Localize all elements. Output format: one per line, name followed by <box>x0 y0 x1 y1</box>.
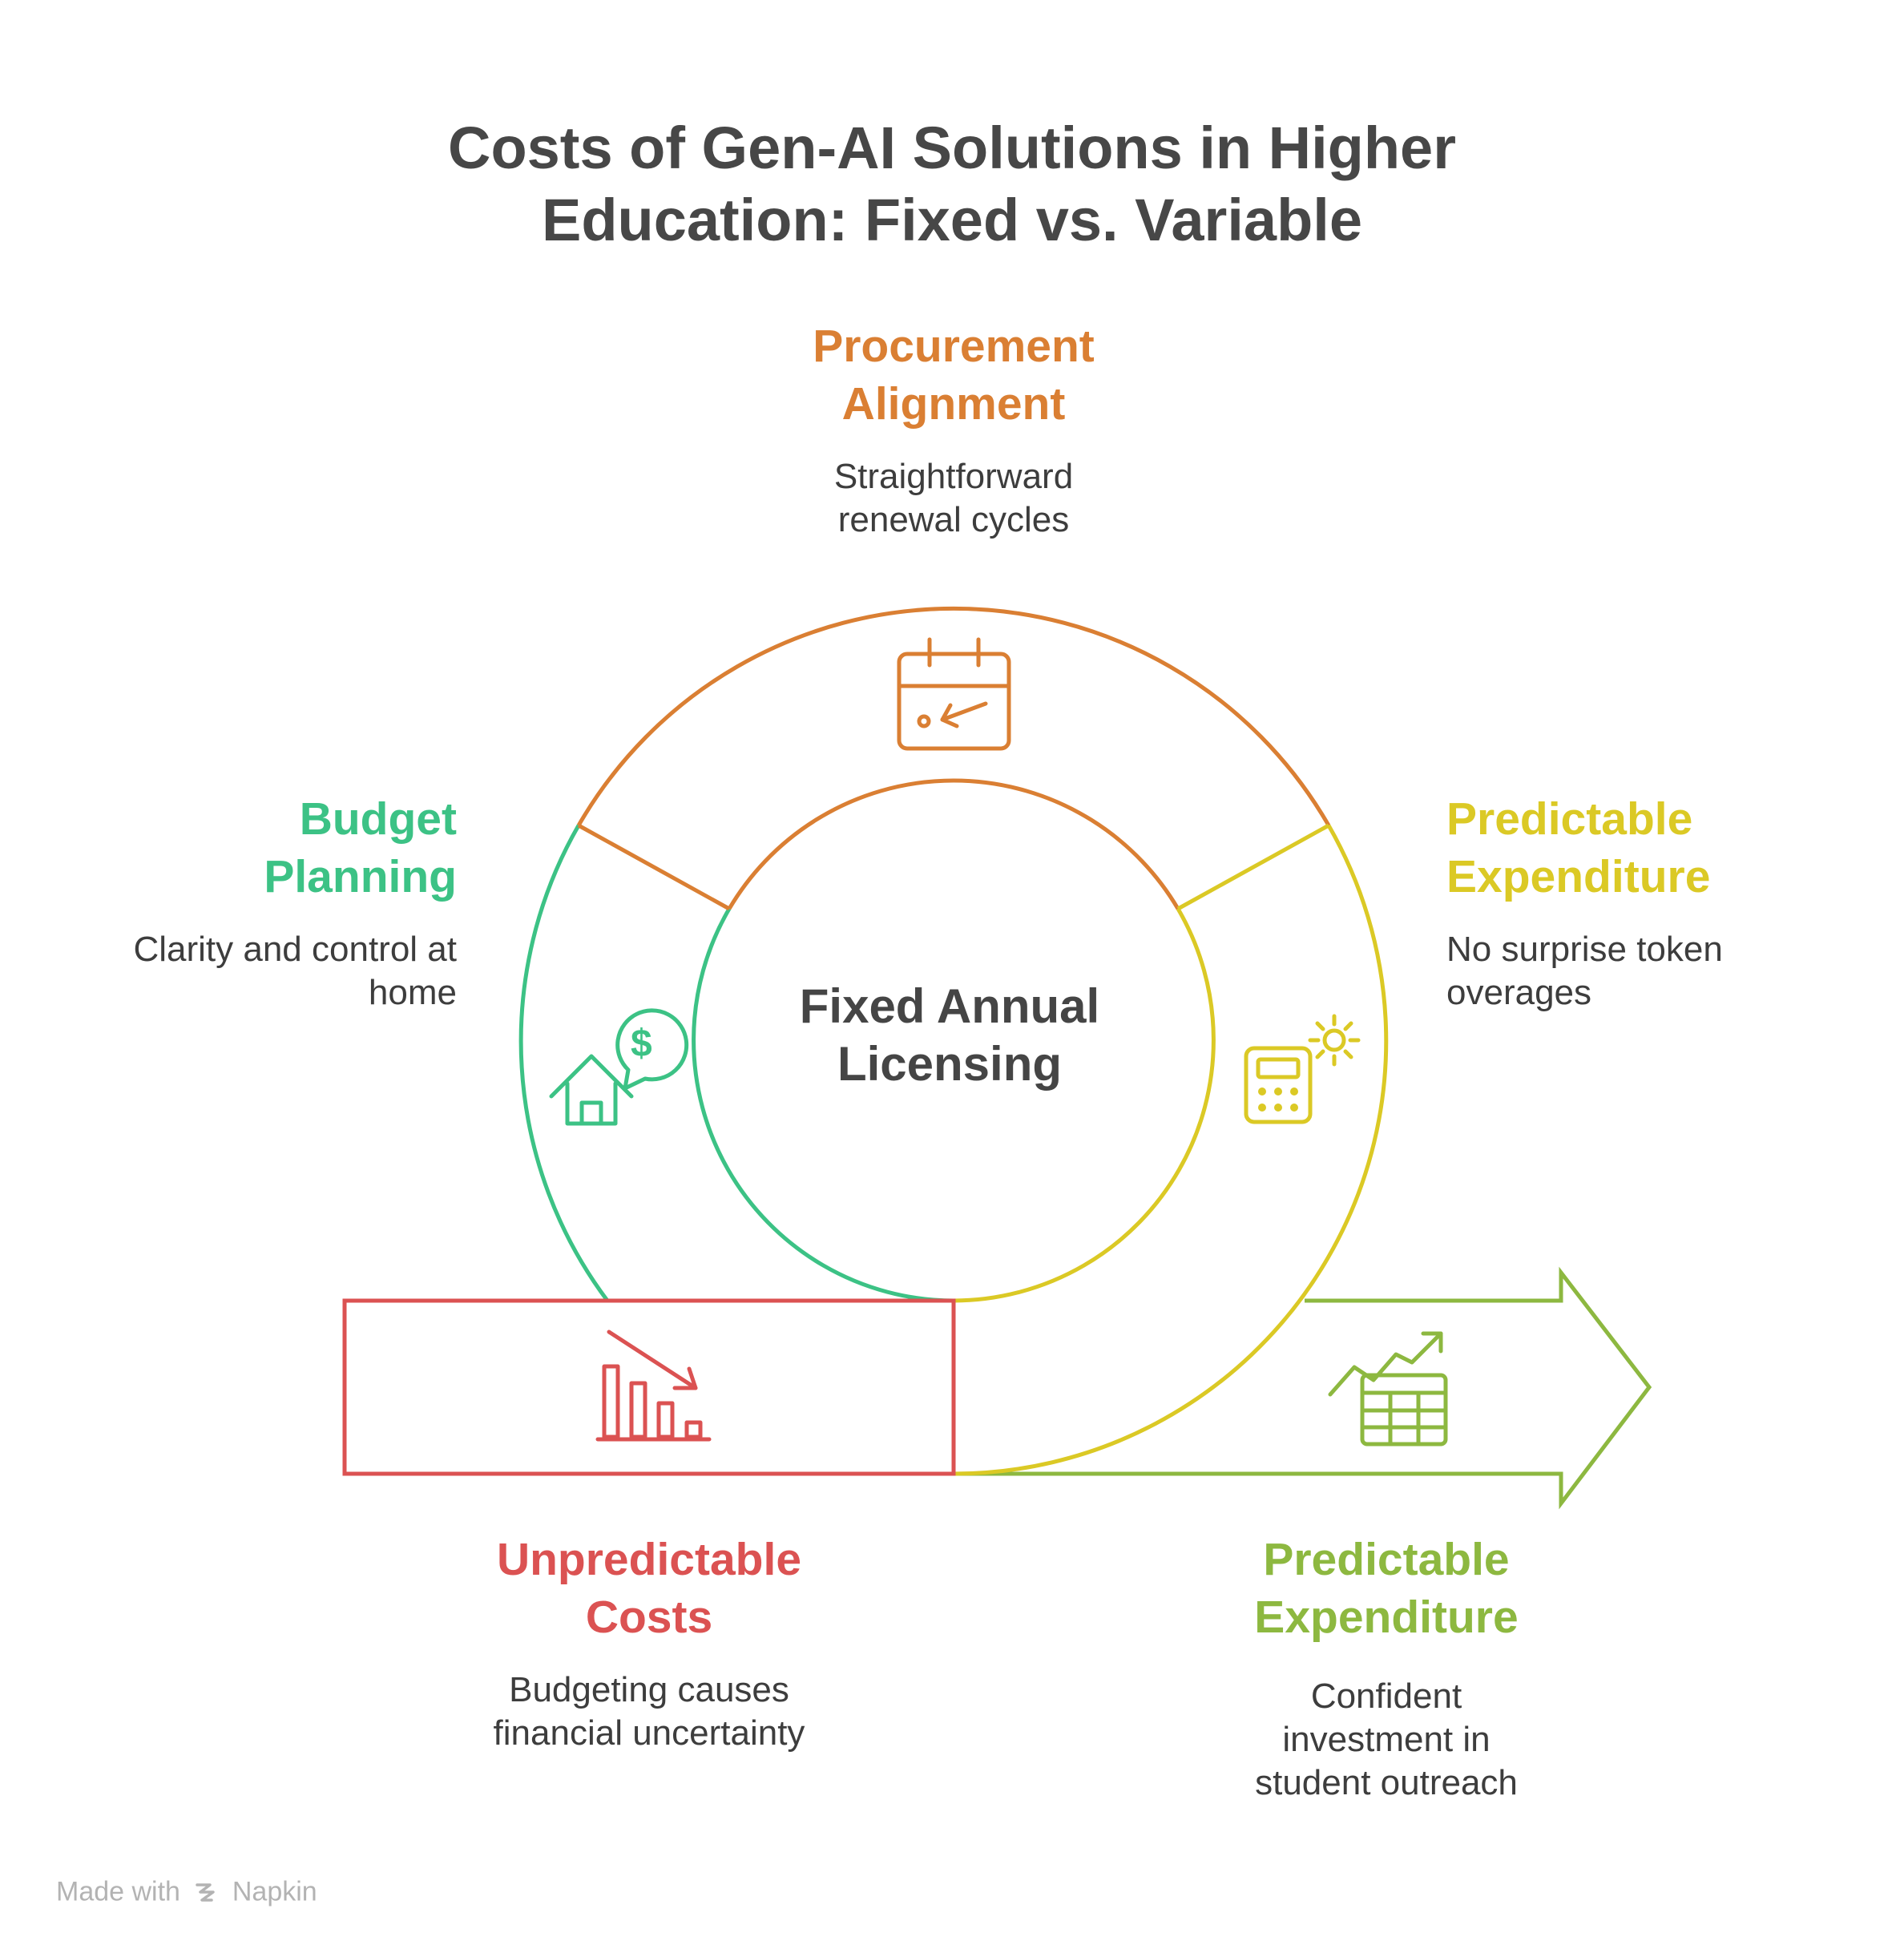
section-predictable-bottom: Predictable Expenditure Confident invest… <box>1146 1531 1627 1805</box>
unpredictable-description: Budgeting causes financial uncertainty <box>409 1668 889 1755</box>
predictable-bottom-heading: Predictable Expenditure <box>1146 1531 1627 1646</box>
growth-spreadsheet-icon <box>1328 1331 1448 1447</box>
svg-text:$: $ <box>631 1023 652 1065</box>
section-procurement: Procurement Alignment Straightforward re… <box>705 317 1202 542</box>
footer-brand: Napkin <box>232 1876 317 1907</box>
inner-arc-budget <box>692 907 954 1303</box>
predictable-bottom-heading-line-2: Expenditure <box>1254 1592 1519 1643</box>
predictable-top-heading: Predictable Expenditure <box>1446 790 1807 906</box>
center-label: Fixed Annual Licensing <box>709 978 1190 1093</box>
unpredictable-heading-line-2: Costs <box>585 1592 713 1643</box>
outer-arc-procurement <box>576 606 1331 827</box>
unpredictable-desc-line-1: Budgeting causes <box>509 1670 789 1709</box>
budget-heading-line-1: Budget <box>299 793 457 845</box>
footer-made-with: Made with <box>56 1876 180 1907</box>
unpredictable-heading: Unpredictable Costs <box>409 1531 889 1646</box>
house-dollar-icon: $ <box>549 1008 689 1126</box>
section-unpredictable: Unpredictable Costs Budgeting causes fin… <box>409 1531 889 1755</box>
center-label-line-2: Licensing <box>837 1037 1063 1091</box>
calendar-icon <box>897 637 1011 751</box>
predictable-bottom-heading-line-1: Predictable <box>1263 1534 1510 1585</box>
footer-attribution: Made with Napkin <box>56 1875 317 1908</box>
section-predictable-top: Predictable Expenditure No surprise toke… <box>1446 790 1807 1015</box>
predictable-top-heading-line-1: Predictable <box>1446 793 1693 845</box>
budget-desc-line-2: home <box>368 973 457 1012</box>
divider-left <box>577 823 731 911</box>
procurement-description: Straightforward renewal cycles <box>705 455 1202 542</box>
predictable-top-desc-line-2: overages <box>1446 973 1592 1012</box>
predictable-top-description: No surprise token overages <box>1446 928 1807 1015</box>
procurement-desc-line-2: renewal cycles <box>837 500 1070 539</box>
budget-description: Clarity and control at home <box>80 928 457 1015</box>
declining-bar-chart-icon <box>595 1330 712 1442</box>
procurement-heading: Procurement Alignment <box>705 317 1202 433</box>
predictable-bottom-desc-line-1: Confident <box>1310 1677 1462 1716</box>
outer-arc-budget <box>518 824 610 1302</box>
procurement-heading-line-2: Alignment <box>841 378 1066 430</box>
inner-arc-predictable <box>953 907 1216 1303</box>
budget-desc-line-1: Clarity and control at <box>133 930 457 969</box>
napkin-logo-icon <box>196 1883 216 1902</box>
divider-right <box>1176 823 1330 911</box>
unpredictable-desc-line-2: financial uncertainty <box>493 1713 805 1753</box>
unpredictable-box <box>342 1298 956 1476</box>
inner-arc-procurement <box>727 778 1180 910</box>
predictable-top-heading-line-2: Expenditure <box>1446 851 1711 902</box>
calculator-gear-icon <box>1244 1014 1361 1124</box>
title-line-1: Costs of Gen-AI Solutions in Higher <box>448 115 1456 181</box>
budget-heading-line-2: Planning <box>264 851 457 902</box>
page-title: Costs of Gen-AI Solutions in Higher Educ… <box>311 112 1593 256</box>
predictable-top-desc-line-1: No surprise token <box>1446 930 1723 969</box>
section-budget: Budget Planning Clarity and control at h… <box>80 790 457 1015</box>
predictable-bottom-desc-line-2: investment in <box>1282 1720 1491 1759</box>
center-label-line-1: Fixed Annual <box>799 979 1100 1033</box>
predictable-bottom-desc-line-3: student outreach <box>1255 1763 1518 1802</box>
title-line-2: Education: Fixed vs. Variable <box>541 187 1362 253</box>
predictable-arrow <box>954 1266 1652 1510</box>
procurement-desc-line-1: Straightforward <box>833 457 1074 496</box>
predictable-bottom-description: Confident investment in student outreach <box>1146 1675 1627 1805</box>
procurement-heading-line-1: Procurement <box>813 321 1095 372</box>
unpredictable-heading-line-1: Unpredictable <box>496 1534 802 1585</box>
budget-heading: Budget Planning <box>80 790 457 906</box>
outer-arc-predictable <box>953 824 1389 1476</box>
